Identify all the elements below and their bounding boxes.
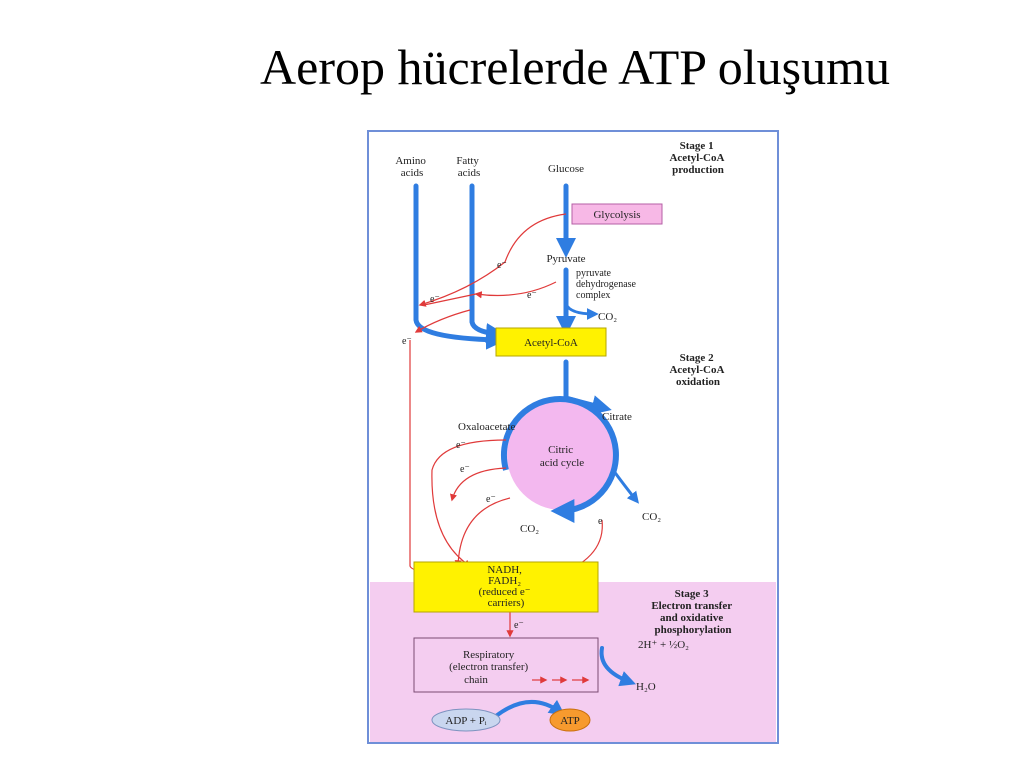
stage3-label: Stage 3 Electron transfer and oxidative … <box>651 588 734 636</box>
co2-stage1-arrow <box>564 302 599 320</box>
oxygen-label: 2H⁺ + ½O₂ <box>638 639 689 651</box>
respiratory-chain-box <box>413 637 599 693</box>
amino-acids-arrow <box>413 183 506 350</box>
adp-label: ADP + Pᵢ <box>445 715 486 727</box>
electron-label: e⁻ <box>460 464 470 475</box>
glycolysis-box <box>571 203 663 225</box>
co2-cycle-right-label: CO₂ <box>642 511 661 523</box>
electron-label: e⁻ <box>527 290 537 301</box>
nadh-carriers-box <box>413 561 599 613</box>
electron-label: e⁻ <box>486 494 496 505</box>
water-label: H₂O <box>636 681 656 693</box>
nadh-carriers-label: NADH, FADH₂ (reduced e⁻ carriers) <box>479 564 534 609</box>
atp-oval <box>549 708 591 732</box>
amino-acids-label: Amino acids <box>395 155 428 179</box>
co2-cycle-left-label: CO₂ <box>520 523 539 535</box>
oxaloacetate-label: Oxaloacetate <box>458 421 516 433</box>
glucose-label: Glucose <box>548 163 584 175</box>
pdh-complex-label: pyruvate dehydrogenase complex <box>576 268 638 301</box>
electron-label: e⁻ <box>430 294 440 305</box>
glycolysis-label: Glycolysis <box>593 209 640 221</box>
atp-synthesis-arrow <box>494 699 566 718</box>
fatty-acids-arrow <box>469 183 506 343</box>
electron-label: e <box>598 516 603 527</box>
citric-acid-cycle-disc <box>507 400 617 510</box>
adp-oval <box>431 708 501 732</box>
pyruvate-label: Pyruvate <box>546 253 585 265</box>
stage2-label: Stage 2 Acetyl-CoA oxidation <box>669 352 726 388</box>
page-title: Aerop hücrelerde ATP oluşumu <box>260 39 890 95</box>
atp-label: ATP <box>560 715 580 727</box>
fatty-acids-label: Fatty acids <box>456 155 481 179</box>
acetyl-coa-label: Acetyl-CoA <box>524 337 578 349</box>
electron-label: e⁻ <box>456 440 466 451</box>
respiratory-chain-label: Respiratory (electron transfer) chain <box>449 649 531 686</box>
electron-label: e⁻ <box>402 336 412 347</box>
water-arrow <box>599 646 636 687</box>
co2-stage1-label: CO₂ <box>598 311 617 323</box>
stage1-label: Stage 1 Acetyl-CoA production <box>669 140 726 176</box>
citrate-label: Citrate <box>602 411 632 423</box>
cycle-label: Citric acid cycle <box>540 444 584 469</box>
acetyl-coa-box <box>495 327 607 357</box>
electron-label: e⁻ <box>497 260 507 271</box>
cycle-ring-arrow <box>501 396 619 523</box>
electron-label: e⁻ <box>514 620 524 631</box>
electron-labels: e⁻ e⁻ e⁻ e⁻ e⁻ e⁻ e⁻ e e⁻ <box>402 260 603 631</box>
